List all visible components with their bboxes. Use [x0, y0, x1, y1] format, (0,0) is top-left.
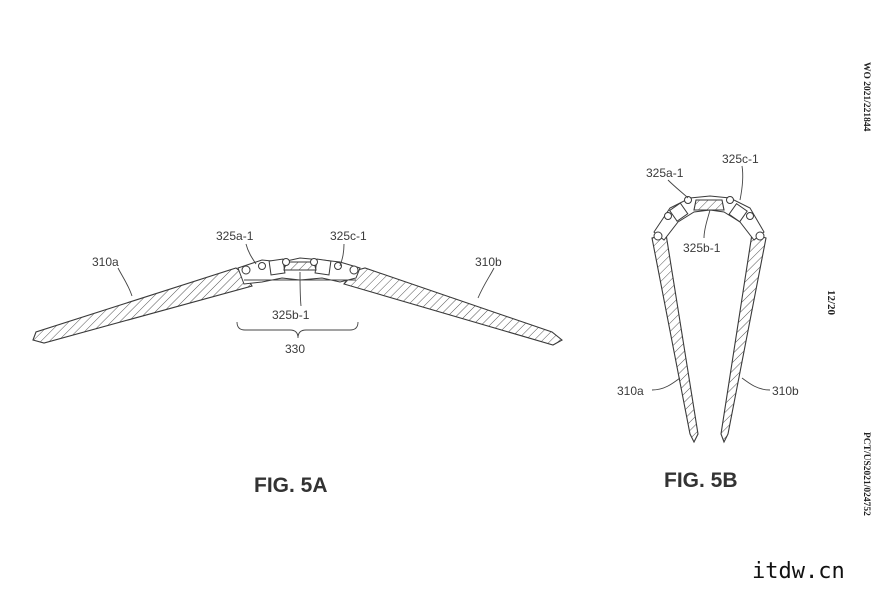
brace-330 [236, 321, 359, 339]
label-325c1-5a: 325c-1 [330, 229, 367, 243]
left-arm-310a-shape [32, 267, 253, 344]
leader-left-arm [117, 267, 133, 297]
hinge-assembly-5b [653, 195, 765, 241]
leader-hinge-right [339, 243, 345, 267]
label-330: 330 [285, 342, 305, 356]
figure-5a: 310a 310b 325a-1 325c-1 325b-1 330 FIG. … [32, 229, 563, 497]
right-arm-310b-shape [343, 267, 563, 346]
caption-fig-5b: FIG. 5B [664, 469, 738, 492]
label-310a-5b: 310a [617, 384, 644, 398]
label-325a1-5b: 325a-1 [646, 166, 684, 180]
watermark: itdw.cn [752, 559, 845, 584]
right-arm-310b-shape-5b [720, 233, 767, 444]
hinge-assembly-5a [237, 257, 361, 285]
leader-hinge-left-5b [667, 179, 689, 199]
label-325b1-5a: 325b-1 [272, 308, 310, 322]
leader-hinge-right-5b [739, 165, 744, 201]
label-325c1-5b: 325c-1 [722, 152, 759, 166]
left-arm-310a-shape-5b [651, 233, 699, 444]
caption-fig-5a: FIG. 5A [254, 474, 328, 497]
leader-right-arm [477, 267, 495, 299]
leader-right-arm-5b [741, 377, 771, 391]
label-310b-5b: 310b [772, 384, 799, 398]
application-number: PCT/US2021/024752 [861, 432, 871, 516]
label-325b1-5b: 325b-1 [683, 241, 721, 255]
label-310b-5a: 310b [475, 255, 502, 269]
leader-hinge-center-5b [703, 209, 711, 239]
label-325a1-5a: 325a-1 [216, 229, 254, 243]
label-310a-5a: 310a [92, 255, 119, 269]
publication-number: WO 2021/221844 [861, 62, 871, 132]
leader-left-arm-5b [651, 377, 681, 391]
leader-hinge-center [299, 271, 302, 307]
sheet-number: 12/20 [825, 290, 837, 316]
leader-hinge-left [245, 243, 257, 265]
figure-5b: 325a-1 325c-1 325b-1 310a 310b FIG. 5B [617, 152, 799, 492]
